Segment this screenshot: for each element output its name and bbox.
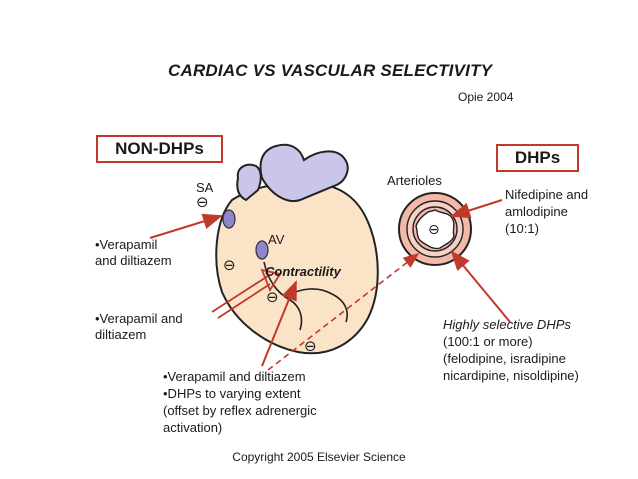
selective-dhps-line-3: nicardipine, nisoldipine)	[443, 368, 579, 383]
inhibit-icon-arteriole: ⊖	[428, 221, 440, 237]
arrow-nifedipine	[450, 199, 503, 219]
contractility-label: Contractility	[265, 264, 341, 279]
av-label: AV	[268, 232, 285, 247]
bottom-note-line-4: activation)	[163, 420, 223, 435]
non-dhps-box: NON-DHPs	[96, 135, 223, 163]
nifedipine-line-3: (10:1)	[505, 221, 539, 236]
vena-cava-vessel	[236, 163, 262, 202]
bottom-note-line-3: (offset by reflex adrenergic	[163, 403, 317, 418]
selective-dhps-title: Highly selective DHPs	[443, 317, 571, 332]
selective-dhps-line-1: (100:1 or more)	[443, 334, 533, 349]
page-title: CARDIAC VS VASCULAR SELECTIVITY	[168, 61, 493, 80]
left-note-1-line-2: and diltiazem	[95, 253, 172, 268]
dhps-box: DHPs	[496, 144, 579, 172]
arrow-to-contractility	[261, 280, 297, 367]
left-note-2-line-2: diltiazem	[95, 327, 147, 342]
arterioles-label: Arterioles	[387, 173, 442, 188]
sa-node	[222, 209, 236, 229]
inhibit-icon-sa: ⊖	[196, 194, 209, 211]
nifedipine-line-2: amlodipine	[505, 204, 568, 219]
inhibit-icon-contractility: ⊖	[266, 289, 279, 306]
selective-dhps-line-2: (felodipine, isradipine	[443, 351, 566, 366]
bottom-note-line-1: •Verapamil and diltiazem	[163, 369, 306, 384]
arrow-double-b	[217, 283, 271, 319]
aorta-vessel	[259, 143, 349, 202]
arrow-selective-dhps	[450, 250, 511, 323]
arrow-double-head	[260, 268, 282, 292]
arrow-to-sa	[149, 213, 223, 239]
arrow-dashed-to-arteriole	[267, 253, 420, 371]
arteriole-lumen	[415, 209, 455, 250]
left-note-2-line-1: •Verapamil and	[95, 311, 183, 326]
sa-label: SA	[196, 180, 214, 195]
inhibit-icon-heart-left: ⊖	[223, 257, 236, 274]
arrow-double-a	[211, 275, 269, 313]
copyright-text: Copyright 2005 Elsevier Science	[232, 450, 406, 464]
citation: Opie 2004	[458, 90, 514, 104]
inhibit-icon-bottom: ⊖	[304, 338, 317, 355]
av-node	[255, 240, 269, 260]
nifedipine-line-1: Nifedipine and	[505, 187, 589, 202]
left-note-1-line-1: •Verapamil	[95, 237, 158, 252]
bottom-note-line-2: •DHPs to varying extent	[163, 386, 301, 401]
